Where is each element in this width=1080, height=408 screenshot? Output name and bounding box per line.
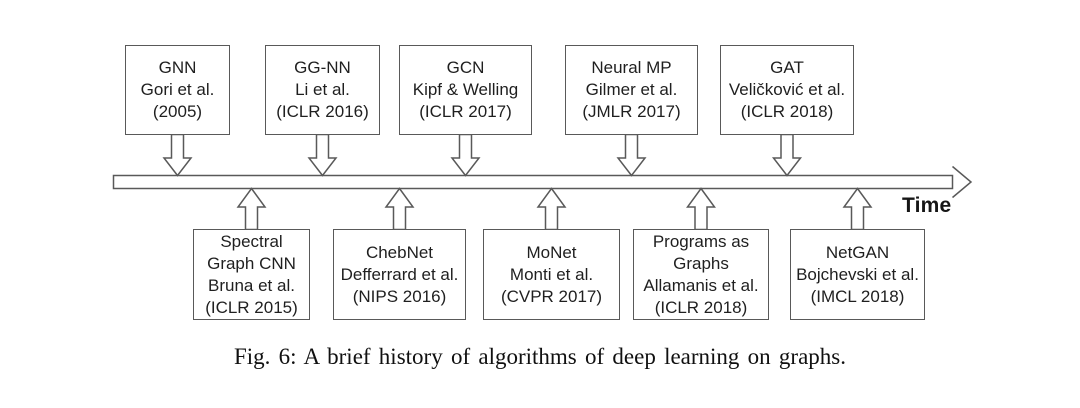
timeline-box-programs-as-graphs: Programs as Graphs Allamanis et al. (ICL… — [633, 229, 769, 320]
box-line: (IMCL 2018) — [810, 286, 905, 306]
box-line: (ICLR 2015) — [205, 297, 298, 317]
box-line: (ICLR 2018) — [740, 102, 834, 121]
box-line: GNN — [158, 58, 197, 77]
box-line: Gori et al. — [140, 80, 215, 99]
box-line: Neural MP — [591, 58, 672, 77]
timeline-box-spectral-graph-cnn: Spectral Graph CNN Bruna et al. (ICLR 20… — [193, 229, 310, 320]
box-line: (ICLR 2016) — [276, 102, 369, 121]
box-line: Monti et al. — [509, 264, 594, 284]
box-line: Li et al. — [295, 80, 350, 99]
box-line: GAT — [770, 58, 804, 77]
timeline-box-gg-nn: GG-NN Li et al. (ICLR 2016) — [265, 45, 380, 135]
box-line: Allamanis et al. — [643, 275, 759, 295]
figure-caption: Fig. 6: A brief history of algorithms of… — [234, 344, 846, 369]
box-line: MoNet — [526, 242, 577, 262]
up-arrow-connector-programs-as-graphs — [686, 187, 716, 231]
timeline-box-gcn: GCN Kipf & Welling (ICLR 2017) — [399, 45, 532, 135]
down-arrow-connector-gnn — [162, 133, 193, 177]
down-arrow-connector-gcn — [450, 133, 481, 177]
up-arrow-connector-netgan — [842, 187, 873, 231]
box-line: Bojchevski et al. — [796, 264, 919, 284]
box-line: GG-NN — [294, 58, 351, 77]
box-line: ChebNet — [365, 242, 434, 262]
up-arrow-connector-spectral-graph-cnn — [236, 187, 267, 231]
box-line: Defferrard et al. — [340, 264, 459, 284]
box-line: Programs as — [652, 231, 750, 251]
timeline-box-gnn: GNN Gori et al. (2005) — [125, 45, 230, 135]
box-line: (JMLR 2017) — [582, 102, 681, 121]
timeline-box-gat: GAT Veličković et al. (ICLR 2018) — [720, 45, 854, 135]
box-line: Bruna et al. — [208, 275, 295, 295]
box-line: (ICLR 2018) — [654, 297, 748, 317]
box-line: Graph CNN — [207, 253, 296, 273]
box-line: Graphs — [673, 253, 729, 273]
timeline-box-chebnet: ChebNet Defferrard et al. (NIPS 2016) — [333, 229, 466, 320]
up-arrow-connector-chebnet — [384, 187, 415, 231]
box-line: Veličković et al. — [728, 80, 846, 99]
down-arrow-connector-gg-nn — [307, 133, 338, 177]
up-arrow-connector-monet — [536, 187, 567, 231]
timeline-box-monet: MoNet Monti et al. (CVPR 2017) — [483, 229, 620, 320]
box-line: (ICLR 2017) — [419, 102, 512, 121]
down-arrow-connector-neural-mp — [616, 133, 647, 177]
box-line: (CVPR 2017) — [500, 286, 603, 306]
box-line: NetGAN — [825, 242, 890, 262]
timeline-box-neural-mp: Neural MP Gilmer et al. (JMLR 2017) — [565, 45, 698, 135]
box-line: Kipf & Welling — [412, 80, 519, 99]
box-line: (NIPS 2016) — [352, 286, 447, 306]
box-line: Gilmer et al. — [585, 80, 678, 99]
time-axis-arrowhead-icon — [952, 165, 973, 199]
box-line: Spectral — [220, 231, 283, 251]
timeline-box-netgan: NetGAN Bojchevski et al. (IMCL 2018) — [790, 229, 925, 320]
time-axis-label: Time — [902, 194, 952, 217]
box-line: GCN — [446, 58, 485, 77]
time-axis-bar — [112, 174, 954, 190]
box-line: (2005) — [152, 102, 203, 121]
down-arrow-connector-gat — [771, 133, 803, 177]
